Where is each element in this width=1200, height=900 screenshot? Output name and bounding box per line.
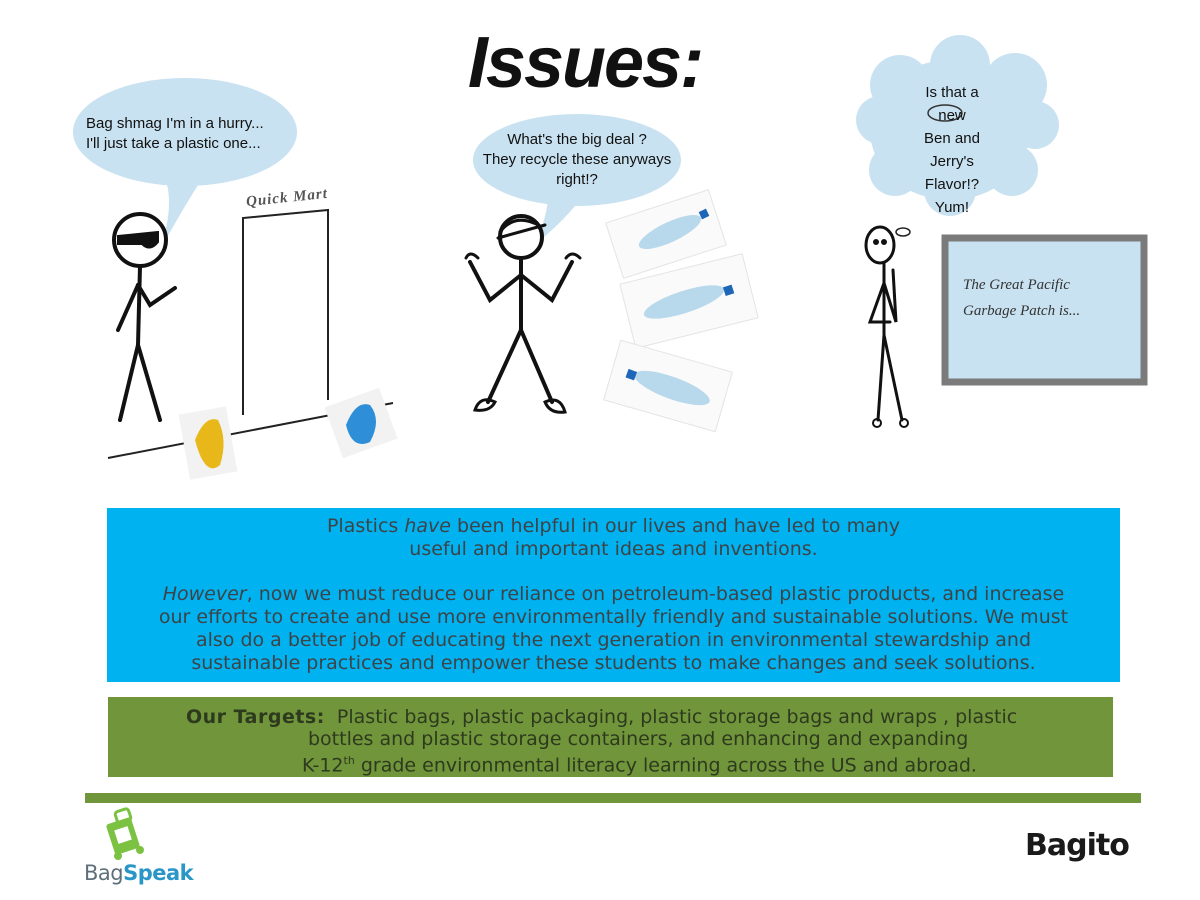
speech-line: What's the big deal ?	[507, 131, 647, 148]
bagspeak-logo-speak: Speak	[123, 861, 194, 885]
targets-text: Plastic bags, plastic packaging, plastic…	[324, 706, 1018, 728]
plastic-bottle-icon-3	[603, 339, 733, 433]
plastic-bottle-icon-1	[605, 189, 727, 279]
tv-text: The Great Pacific Garbage Patch is...	[963, 272, 1080, 324]
info-emphasis: However	[162, 583, 247, 605]
bagito-logo: Bagito	[1025, 828, 1130, 863]
thought-line: Flavor!?	[924, 176, 980, 193]
targets-label: Our Targets:	[186, 706, 325, 728]
speech-line: They recycle these anyways	[482, 151, 672, 168]
targets-superscript: th	[343, 754, 355, 767]
speech-line: right!?	[556, 171, 598, 188]
targets-grade: K-12	[302, 754, 344, 777]
thought-line: Is that a	[925, 84, 979, 101]
bagspeak-logo-icon	[106, 807, 144, 860]
thought-cloud	[856, 35, 1059, 237]
speech-line: Bag shmag I'm in a hurry...	[86, 115, 264, 132]
thought-line: Ben and	[924, 130, 980, 147]
page-title: Issues:	[467, 23, 704, 103]
plastic-bottle-icon-2	[619, 253, 759, 349]
info-line: sustainable practices and empower these …	[191, 652, 1036, 674]
speech-text-2: What's the big deal ? They recycle these…	[467, 130, 687, 190]
targets-box: Our Targets: Plastic bags, plastic packa…	[108, 697, 1113, 777]
info-emphasis: have	[404, 515, 451, 537]
targets-text: K-12th grade environmental literacy lear…	[302, 750, 977, 776]
tv-screen	[941, 234, 1148, 386]
info-paragraph-1: Plastics have been helpful in our lives …	[107, 515, 1120, 561]
speech-bubble-1	[73, 78, 297, 250]
info-line: useful and important ideas and invention…	[409, 538, 818, 560]
targets-text-rest: grade environmental literacy learning ac…	[354, 754, 977, 777]
comic-illustration	[73, 35, 1148, 480]
info-text: , now we must reduce our reliance on pet…	[246, 583, 1065, 605]
thought-line: new	[938, 107, 966, 124]
shrugging-stick-figure	[464, 214, 582, 414]
info-line: also do a better job of educating the ne…	[195, 629, 1032, 651]
info-paragraph-2: However, now we must reduce our reliance…	[107, 583, 1120, 675]
tv-line: Garbage Patch is...	[963, 303, 1081, 319]
speech-bubble-2	[473, 114, 681, 246]
thought-text: Is that a new Ben and Jerry's Flavor!? Y…	[902, 81, 1002, 219]
blue-plastic-bag-icon	[324, 387, 398, 459]
circled-word	[927, 104, 963, 122]
speech-text-1: Bag shmag I'm in a hurry... I'll just ta…	[86, 114, 264, 154]
info-box: Plastics have been helpful in our lives …	[107, 508, 1120, 682]
yellow-plastic-bag-icon	[178, 406, 238, 480]
thinking-stick-figure	[864, 225, 909, 428]
store-door	[242, 208, 329, 415]
info-text: Plastics	[326, 515, 405, 537]
bagspeak-logo: BagSpeak	[84, 861, 194, 885]
tv-line: The Great Pacific	[963, 277, 1070, 293]
thought-line: Jerry's	[930, 153, 974, 170]
bagspeak-logo-bag: Bag	[84, 861, 124, 885]
targets-text: bottles and plastic storage containers, …	[308, 728, 969, 750]
info-line: our efforts to create and use more envir…	[158, 606, 1069, 628]
hurried-stick-figure	[112, 212, 177, 422]
footer-divider	[85, 793, 1141, 803]
thought-line: Yum!	[934, 199, 970, 216]
speech-line: I'll just take a plastic one...	[86, 135, 261, 152]
info-text: been helpful in our lives and have led t…	[450, 515, 901, 537]
